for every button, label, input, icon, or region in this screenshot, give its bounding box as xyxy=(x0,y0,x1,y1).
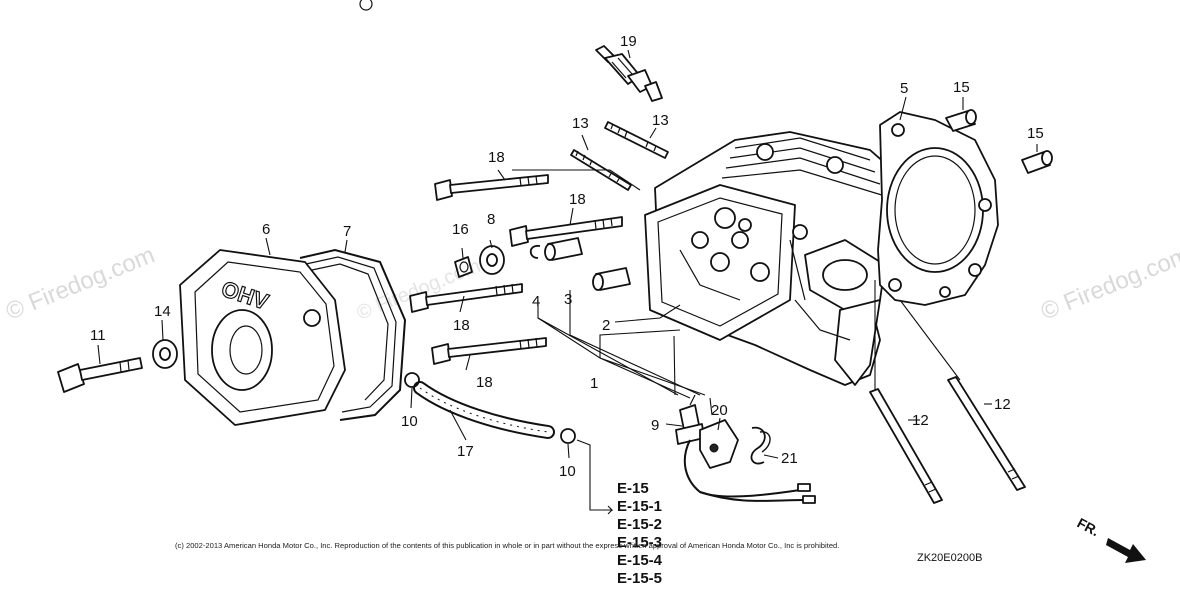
watermark-left: © Firedog.com xyxy=(2,241,158,325)
dowel-pin-b xyxy=(1021,150,1053,174)
flange-bolt-mid xyxy=(509,216,623,247)
reference-e15-3: E-15-3 xyxy=(617,534,662,551)
reference-e15: E-15 xyxy=(617,480,649,497)
reference-arrow-icon xyxy=(600,505,614,515)
callout-2: 2 xyxy=(602,317,610,334)
reference-e15-5: E-15-5 xyxy=(617,570,662,587)
callout-10b: 10 xyxy=(559,463,576,480)
copyright-notice: (c) 2002-2013 American Honda Motor Co., … xyxy=(175,541,839,550)
callout-17: 17 xyxy=(457,443,474,460)
callout-4: 4 xyxy=(532,293,540,310)
reference-e15-1: E-15-1 xyxy=(617,498,662,515)
reference-list: E-15 E-15-1 E-15-2 E-15-3 E-15-4 E-15-5 xyxy=(600,480,663,587)
callout-13b: 13 xyxy=(652,112,669,129)
flange-bolt-top xyxy=(434,174,549,201)
front-direction-indicator: FR. xyxy=(1075,515,1146,563)
front-label: FR. xyxy=(1075,515,1102,540)
sensor-assembly xyxy=(675,394,816,504)
callout-13a: 13 xyxy=(572,115,589,132)
callout-19: 19 xyxy=(620,33,637,50)
cover-washer xyxy=(152,339,178,369)
washer xyxy=(479,245,505,275)
callout-11: 11 xyxy=(90,327,106,344)
hose-clip-b xyxy=(560,428,576,444)
callout-16: 16 xyxy=(452,221,469,238)
spring-clip xyxy=(750,426,771,465)
callout-1: 1 xyxy=(590,375,598,392)
terminal-cap xyxy=(699,419,739,469)
long-stud-a xyxy=(869,388,943,504)
callout-5: 5 xyxy=(900,80,908,97)
collar-b xyxy=(592,267,631,291)
callout-18d: 18 xyxy=(476,374,493,391)
breather-tube xyxy=(413,381,555,439)
head-gasket xyxy=(877,111,999,306)
valve-clip xyxy=(529,245,541,259)
flange-bolt-lower xyxy=(409,283,523,313)
callout-18b: 18 xyxy=(569,191,586,208)
callout-7: 7 xyxy=(343,223,351,240)
nut xyxy=(454,256,473,278)
callout-20: 20 xyxy=(711,402,728,419)
cover-bolt xyxy=(57,357,143,393)
callout-18a: 18 xyxy=(488,149,505,166)
diagram-code: ZK20E0200B xyxy=(917,552,982,564)
watermark-mark-icon xyxy=(359,0,373,11)
head-cover: OHV xyxy=(179,249,346,426)
callout-12a: 12 xyxy=(912,412,929,429)
callout-12b: 12 xyxy=(994,396,1011,413)
hose-clip-a xyxy=(404,372,420,388)
callout-8: 8 xyxy=(487,211,495,228)
reference-e15-4: E-15-4 xyxy=(617,552,663,569)
dowel-pin-a xyxy=(945,109,977,132)
callout-15a: 15 xyxy=(953,79,970,96)
callout-9: 9 xyxy=(651,417,659,434)
callout-15b: 15 xyxy=(1027,125,1044,142)
cover-gasket xyxy=(299,248,407,421)
flange-bolt-bottom xyxy=(431,337,547,365)
collar-a xyxy=(544,237,583,261)
reference-e15-2: E-15-2 xyxy=(617,516,662,533)
spark-plug xyxy=(595,45,663,102)
callout-3: 3 xyxy=(564,291,572,308)
callout-18c: 18 xyxy=(453,317,470,334)
front-arrow-icon xyxy=(1106,538,1146,563)
callout-14: 14 xyxy=(154,303,171,320)
long-stud-b xyxy=(947,376,1026,491)
watermark-right: © Firedog.com xyxy=(1037,241,1180,325)
callout-10a: 10 xyxy=(401,413,418,430)
callout-21: 21 xyxy=(781,450,798,467)
stud-bolt-b xyxy=(604,121,669,159)
callout-6: 6 xyxy=(262,221,270,238)
cylinder-head xyxy=(644,131,911,386)
